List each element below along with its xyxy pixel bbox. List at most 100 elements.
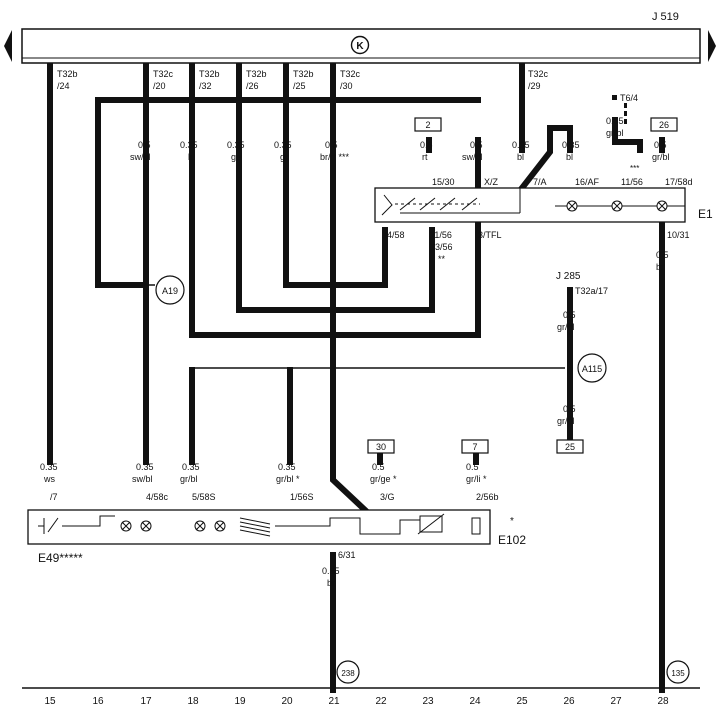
grid-number: 18 (187, 696, 199, 707)
k-badge (350, 35, 370, 55)
lamp-icon (611, 200, 623, 212)
switch-label: E49***** (38, 551, 83, 565)
connection-label: A19 (162, 286, 178, 296)
pin-label: /7 (50, 492, 58, 502)
switch-label: E102 (498, 533, 526, 547)
switch-star: * (510, 516, 514, 527)
ref-box (556, 439, 584, 454)
wire-color: br (327, 578, 335, 588)
ground-238 (336, 660, 360, 684)
wire-color: br/rt *** (320, 152, 350, 162)
wire-color: bl (517, 152, 524, 162)
wire-size: 0.35 (562, 140, 580, 150)
lamp-icon (120, 520, 132, 532)
wire-size: 0.35 (40, 462, 58, 472)
wire-color: ge (231, 152, 241, 162)
pin-label: ** (438, 254, 446, 264)
wire-color: sw/bl (132, 474, 153, 484)
connector-label: T32b (57, 69, 78, 79)
wire-size: 0.35 (322, 566, 340, 576)
connector-label: T32b (293, 69, 314, 79)
stars: *** (630, 164, 639, 173)
ref-box (461, 439, 489, 454)
connector-label: /24 (57, 81, 70, 91)
wire-color: gr/li * (466, 474, 487, 484)
connector-label: /25 (293, 81, 306, 91)
wire-size: 0.35 (278, 462, 296, 472)
light-switch-e1 (374, 187, 686, 223)
pin-label: 11/56 (621, 177, 643, 187)
wire-color: sw/bl (130, 152, 151, 162)
wire-size: 0.5 (466, 462, 479, 472)
pin-label: 1/56S (290, 492, 314, 502)
ref-number: 7 (472, 442, 477, 452)
connector-label: T32b (246, 69, 267, 79)
ref-number: 30 (376, 442, 386, 452)
grid-number: 25 (516, 696, 528, 707)
wire-size: 0.5 (656, 250, 669, 260)
pin-label: 6/31 (338, 550, 356, 560)
arrow-left-icon (4, 30, 12, 62)
wire-color: br (656, 262, 664, 272)
wire-size: 0.5 (563, 310, 576, 320)
grid-numbers: 15 16 17 18 19 20 21 22 23 24 25 26 27 2… (44, 696, 669, 707)
wire-size: 0.5 (138, 140, 151, 150)
wire-size: 0.35 (182, 462, 200, 472)
wire-color: gr/bl * (276, 474, 300, 484)
ref-box (414, 117, 442, 132)
connector-label: /29 (528, 81, 541, 91)
unit-label: J 519 (652, 11, 679, 23)
wire-color: gr/ge * (370, 474, 397, 484)
pin-label: 11/56 (430, 230, 452, 240)
wire-size: 0.5 (654, 140, 667, 150)
connection-a19 (155, 275, 185, 305)
switch-label: E1 (698, 207, 713, 221)
wire-color: gr/bl (652, 152, 670, 162)
wire-color: gr/bl (606, 128, 624, 138)
pin-label: 3/TFL (478, 230, 502, 240)
ref-number: 26 (659, 120, 669, 130)
wire-size: 0.35 (180, 140, 198, 150)
ref-number: 25 (565, 442, 575, 452)
wire-size: 0.35 (274, 140, 292, 150)
grid-number: 22 (375, 696, 387, 707)
grid-number: 19 (234, 696, 246, 707)
pin-label: 4/58c (146, 492, 169, 502)
pin-label: 3/G (380, 492, 395, 502)
connection-a115 (577, 353, 607, 383)
pin-label: 7/A (533, 177, 547, 187)
connector-label: T32c (340, 69, 361, 79)
lamp-icon (656, 200, 668, 212)
grid-number: 26 (563, 696, 575, 707)
ref-box (367, 439, 395, 454)
ref-box (650, 117, 678, 132)
grid-number: 16 (92, 696, 104, 707)
connector-label: T32b (199, 69, 220, 79)
resistor-icon (471, 517, 481, 535)
connector-label: /32 (199, 81, 212, 91)
arrow-right-icon (708, 30, 716, 62)
j285-label: J 285 (556, 271, 581, 282)
wire-size: 0.5 (325, 140, 338, 150)
t6-label: T6/4 (620, 93, 638, 103)
ground-135 (666, 660, 690, 684)
wire-color: gr/bl (180, 474, 198, 484)
connector-label: /20 (153, 81, 166, 91)
ground-label: 238 (341, 669, 355, 678)
wire-color: gr/bl (557, 322, 575, 332)
pin-label: 14/58 (382, 230, 405, 240)
grid-number: 17 (140, 696, 152, 707)
pin-label: 17/58d (665, 177, 693, 187)
wire-color: li (188, 152, 192, 162)
pin-label: 5/58S (192, 492, 216, 502)
wire-size: 0.5 (420, 140, 433, 150)
pin-label: 13/56 (430, 242, 453, 252)
wire-color: rt (422, 152, 428, 162)
grid-number: 24 (469, 696, 481, 707)
lamp-icon (140, 520, 152, 532)
pin-label: T32a/17 (575, 286, 608, 296)
connector-label: T32c (528, 69, 549, 79)
grid-number: 28 (657, 696, 669, 707)
pin-label: 10/31 (667, 230, 690, 240)
